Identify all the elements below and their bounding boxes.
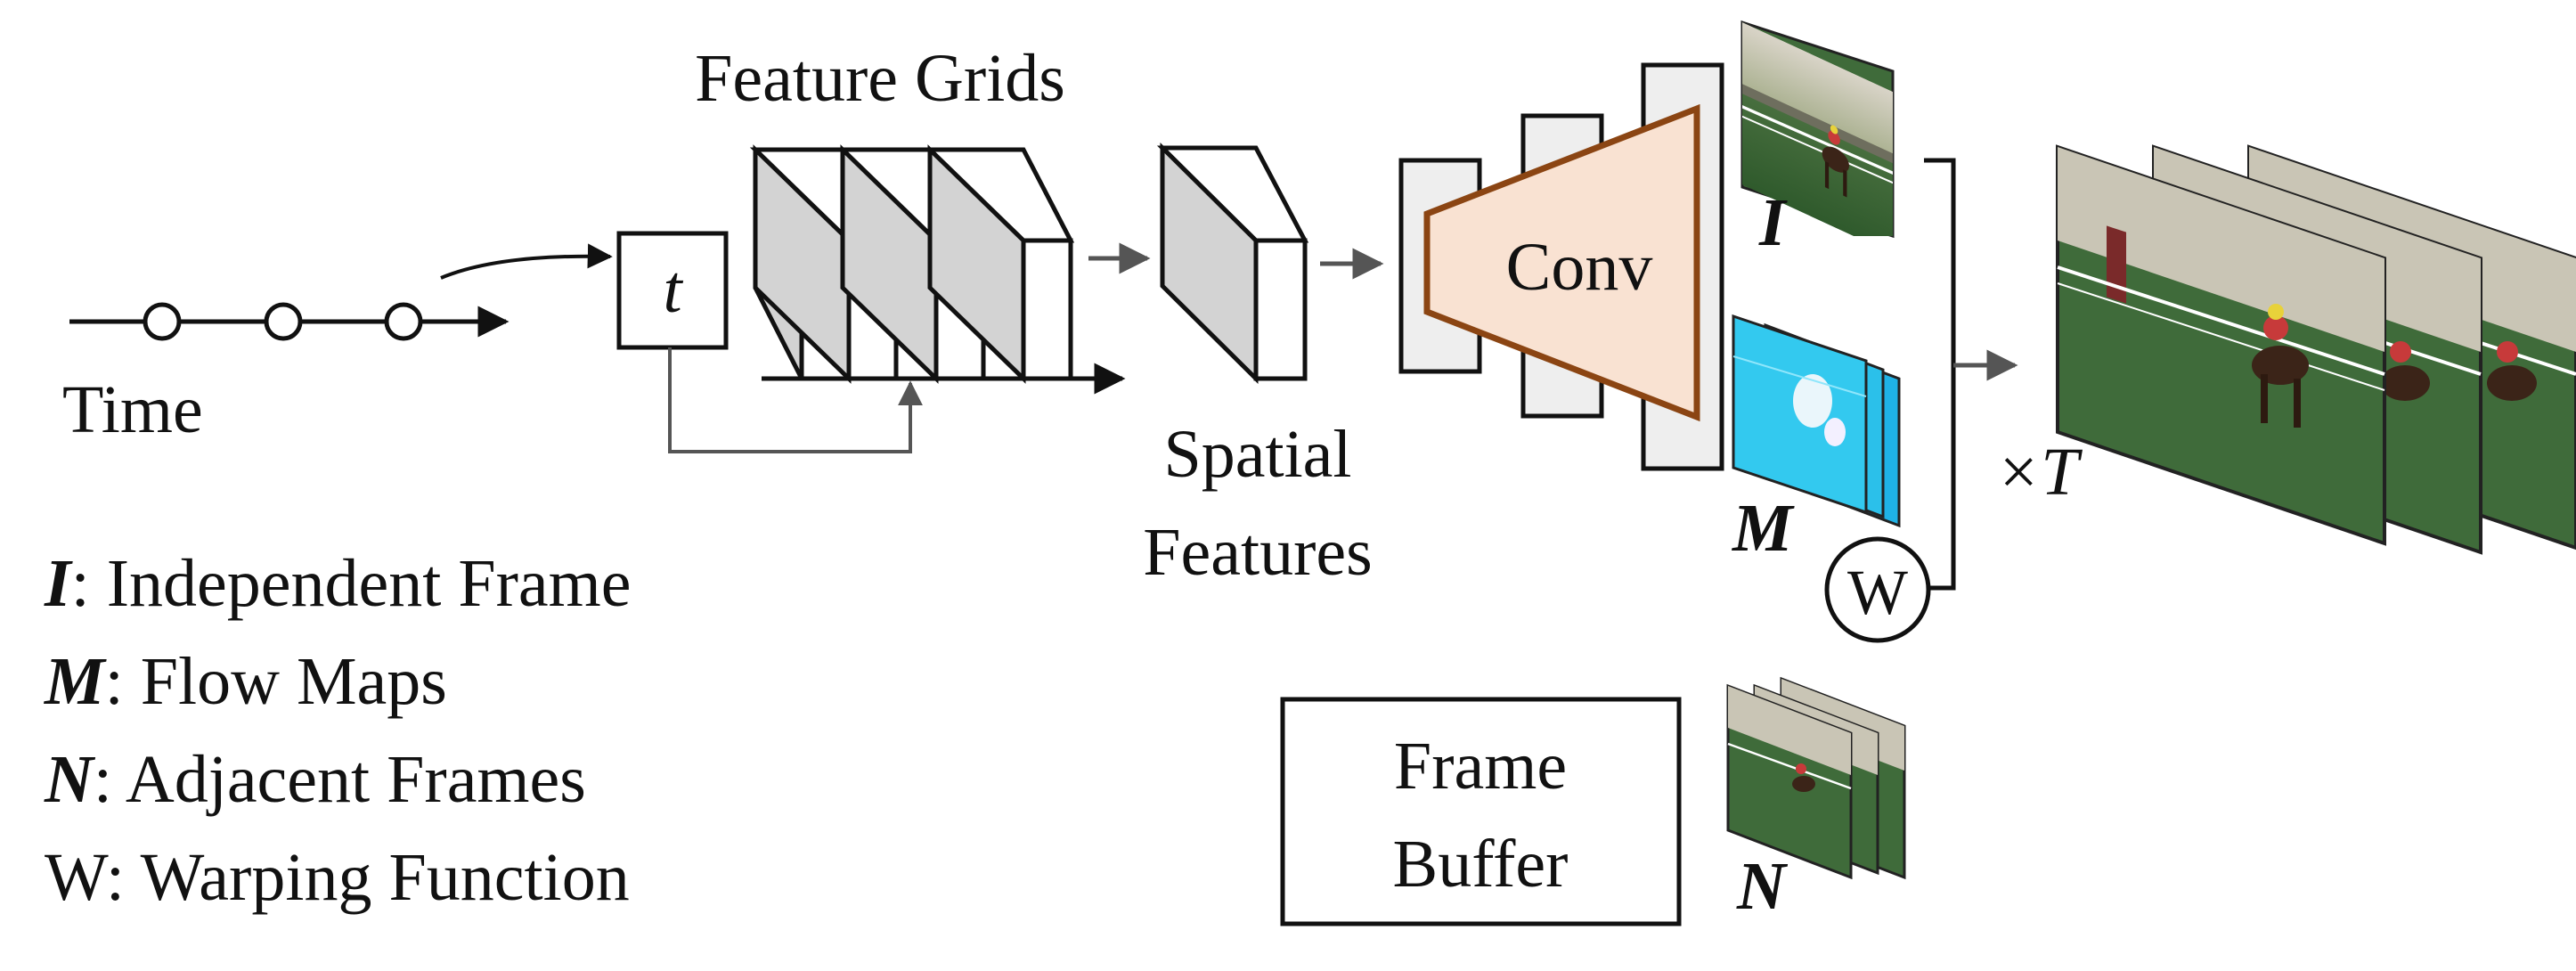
feature-grid-3 — [924, 144, 1075, 384]
spatial-features-label-line1: Spatial — [1163, 417, 1351, 492]
legend-item-adjacent-frames: N: Adjacent Frames — [44, 742, 586, 817]
conv-trapezoid — [1423, 103, 1700, 422]
warping-function-node: W — [1824, 536, 1931, 643]
conv-label: Conv — [1506, 230, 1653, 305]
time-step-node — [264, 302, 303, 341]
time-step-node — [143, 302, 182, 341]
times-t-label: ×T — [1995, 435, 2083, 510]
legend-item-warping-function: W: Warping Function — [45, 840, 630, 915]
output-N-label: N — [1736, 849, 1789, 924]
time-step-node — [384, 302, 423, 341]
t-input-box: t — [616, 231, 729, 350]
frame-buffer-label-line2: Buffer — [1393, 827, 1569, 902]
flow-maps-stack — [1732, 314, 1901, 528]
t-skip-connection — [668, 347, 923, 453]
output-frames-stack — [2056, 144, 2576, 555]
feature-grids-label: Feature Grids — [695, 41, 1065, 116]
output-M-label: M — [1732, 491, 1795, 566]
time-axis: Time — [62, 302, 509, 447]
spatial-features-label-line2: Features — [1143, 515, 1372, 590]
adjacent-frames-stack — [1726, 676, 1906, 880]
legend: I: Independent Frame M: Flow Maps N: Adj… — [44, 546, 631, 915]
output-I-label: I — [1758, 185, 1788, 260]
t-symbol: t — [663, 252, 683, 327]
time-label: Time — [62, 372, 203, 447]
frame-buffer-box: Frame Buffer — [1280, 697, 1682, 926]
time-to-t-arrow — [440, 243, 613, 280]
w-symbol: W — [1847, 557, 1908, 628]
output-frame-front — [2056, 144, 2386, 546]
spatial-features-block — [1156, 143, 1309, 384]
independent-frame-image — [1740, 20, 1895, 239]
legend-item-independent-frame: I: Independent Frame — [44, 546, 631, 621]
output-bracket — [1924, 158, 1956, 591]
legend-item-flow-maps: M: Flow Maps — [44, 644, 447, 719]
frame-buffer-label-line1: Frame — [1394, 729, 1567, 804]
